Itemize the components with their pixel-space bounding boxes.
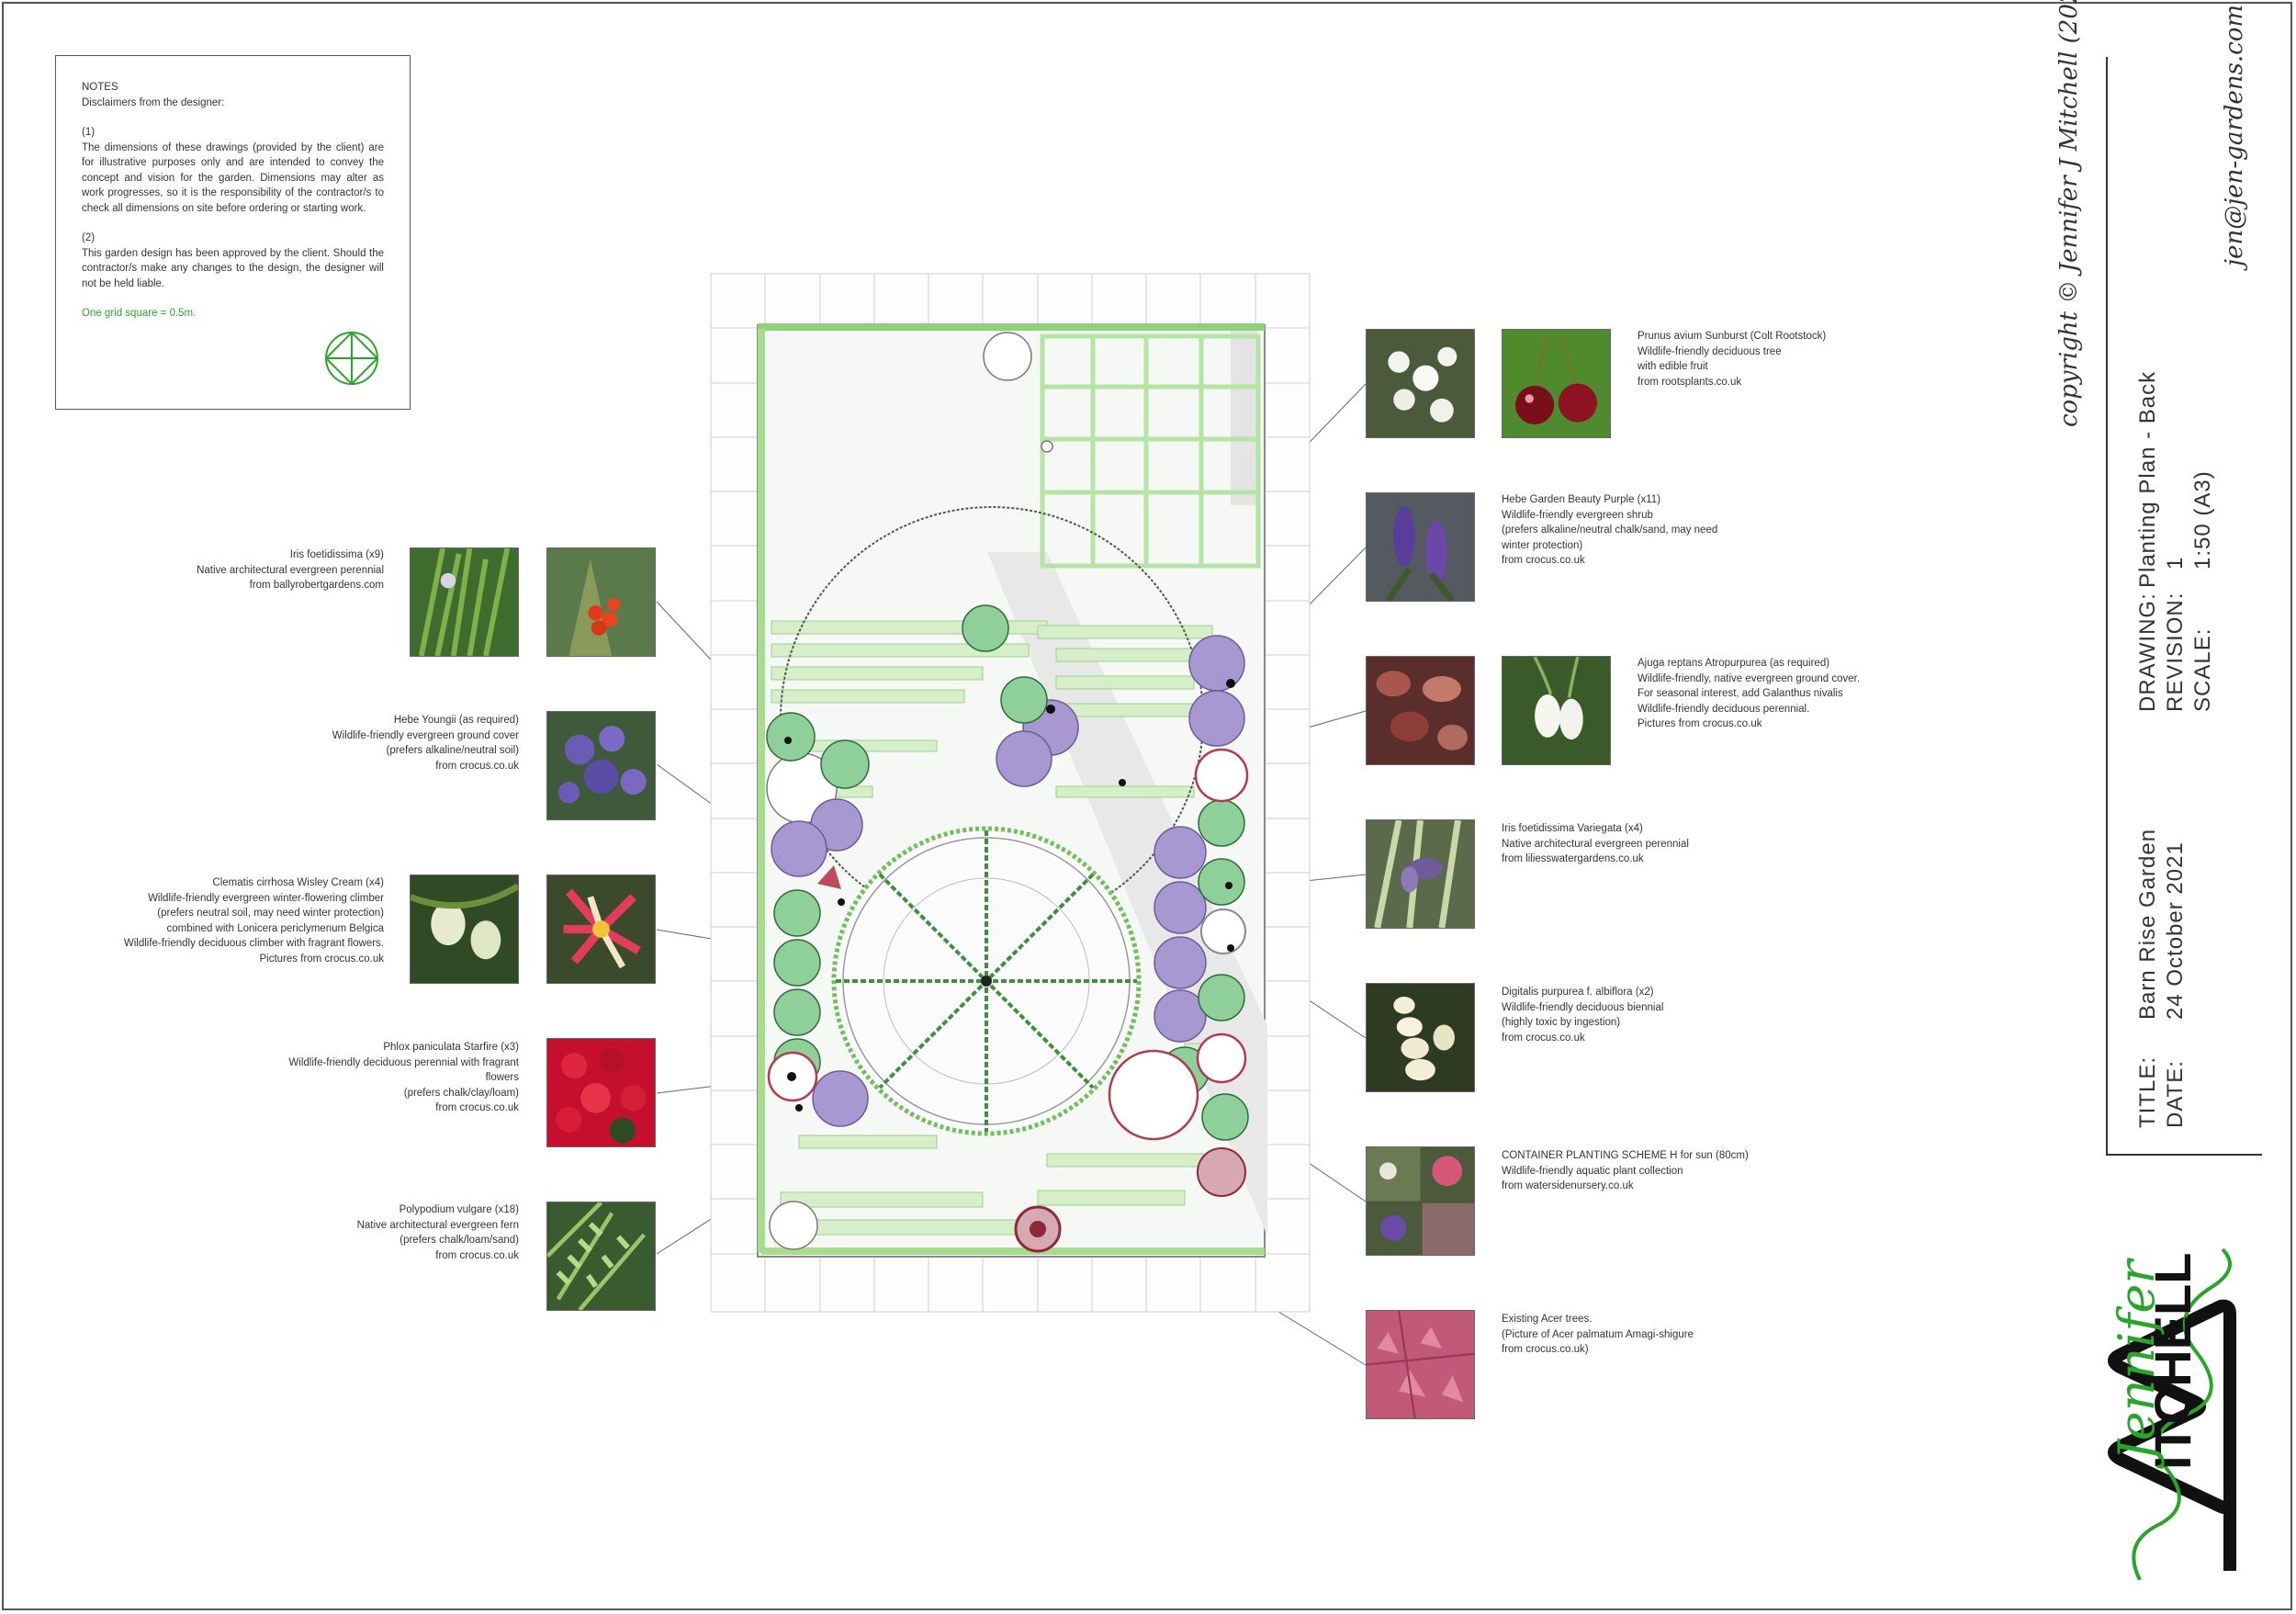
revision-value: 1 bbox=[2163, 556, 2188, 570]
scale-label: SCALE: bbox=[2190, 627, 2215, 712]
drawing-value: Planting Plan - Back bbox=[2135, 370, 2160, 588]
note-1-text: The dimensions of these drawings (provid… bbox=[82, 141, 384, 214]
logo-script-text: Jennifer bbox=[2108, 1258, 2166, 1470]
grid-scale-note: One grid square = 0.5m. bbox=[82, 308, 197, 319]
photo-hebe-youngii bbox=[546, 711, 656, 820]
callout-iris-variegata: Iris foetidissima Variegata (x4)Native a… bbox=[1502, 823, 1689, 864]
callout-prunus: Prunus avium Sunburst (Colt Rootstock)Wi… bbox=[1638, 331, 1827, 388]
callout-iris-foetidissima: Iris foetidissima (x9)Native architectur… bbox=[197, 549, 384, 591]
photo-phlox bbox=[546, 1038, 656, 1147]
jennifer-mitchell-logo: ITCHELL Jennifer bbox=[2108, 1247, 2236, 1580]
photo-galanthus bbox=[1502, 656, 1611, 765]
callout-hebe-garden-beauty: Hebe Garden Beauty Purple (x11)Wildlife-… bbox=[1502, 494, 1718, 566]
photo-prunus-blossom bbox=[1366, 329, 1475, 438]
revision-label: REVISION: bbox=[2163, 592, 2188, 712]
garden-planting-plan bbox=[710, 273, 1311, 1313]
scale-value: 1:50 (A3) bbox=[2190, 470, 2215, 570]
callout-acer: Existing Acer trees.(Picture of Acer pal… bbox=[1502, 1314, 1694, 1355]
photo-prunus-cherries bbox=[1502, 329, 1611, 438]
email-text: jen@jen-gardens.com bbox=[2221, 5, 2248, 266]
photo-ajuga bbox=[1366, 656, 1475, 765]
title-block-rule bbox=[2106, 1154, 2262, 1156]
photo-hebe-garden-beauty bbox=[1366, 492, 1475, 602]
logo-caps-text: ITCHELL bbox=[2144, 1253, 2201, 1470]
notes-heading: NOTES bbox=[82, 82, 118, 93]
north-compass-icon bbox=[324, 331, 379, 386]
callout-phlox: Phlox paniculata Starfire (x3)Wildlife-f… bbox=[288, 1042, 519, 1113]
copyright-text: copyright © Jennifer J Mitchell (2021) bbox=[2055, 0, 2083, 427]
photo-lonicera bbox=[546, 875, 656, 984]
photo-digitalis bbox=[1366, 983, 1475, 1092]
callout-ajuga: Ajuga reptans Atropurpurea (as required)… bbox=[1638, 658, 1861, 729]
title-value: Barn Rise Garden bbox=[2135, 828, 2160, 1020]
note-2-text: This garden design has been approved by … bbox=[82, 247, 384, 289]
photo-acer bbox=[1366, 1310, 1475, 1419]
notes-box: NOTES Disclaimers from the designer: (1)… bbox=[55, 55, 411, 410]
photo-iris-variegata bbox=[1366, 819, 1475, 929]
date-label: DATE: bbox=[2163, 1060, 2188, 1128]
drawing-label: DRAWING: bbox=[2135, 593, 2160, 712]
callout-hebe-youngii: Hebe Youngii (as required)Wildlife-frien… bbox=[332, 715, 519, 772]
callout-container-planting: CONTAINER PLANTING SCHEME H for sun (80c… bbox=[1502, 1150, 1749, 1191]
callout-polypodium: Polypodium vulgare (x18)Native architect… bbox=[356, 1204, 519, 1261]
note-2-label: (2) bbox=[82, 232, 96, 243]
title-label: TITLE: bbox=[2135, 1055, 2160, 1128]
note-1-label: (1) bbox=[82, 127, 96, 138]
photo-polypodium bbox=[546, 1202, 656, 1311]
photo-iris-seeds bbox=[546, 547, 656, 657]
title-block-divider bbox=[2106, 57, 2108, 1156]
callout-digitalis: Digitalis purpurea f. albiflora (x2)Wild… bbox=[1502, 987, 1664, 1044]
date-value: 24 October 2021 bbox=[2163, 841, 2188, 1020]
callout-clematis: Clematis cirrhosa Wisley Cream (x4)Wildl… bbox=[123, 877, 384, 965]
notes-subheading: Disclaimers from the designer: bbox=[82, 96, 225, 108]
photo-iris-foliage bbox=[410, 547, 519, 657]
photo-clematis bbox=[410, 875, 519, 984]
photo-container-planting bbox=[1366, 1146, 1475, 1256]
